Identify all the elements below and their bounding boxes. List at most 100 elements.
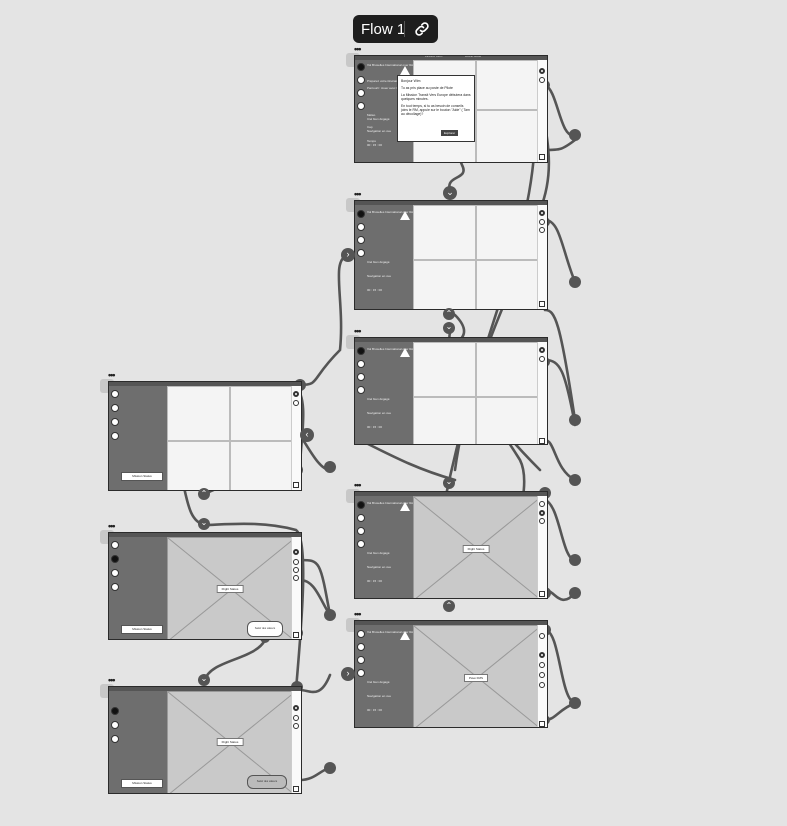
step-dot[interactable]: [357, 501, 365, 509]
frame-menu-icon[interactable]: •••: [108, 370, 116, 380]
control-dot[interactable]: [293, 715, 299, 721]
step-dot[interactable]: [357, 514, 365, 522]
control-dot[interactable]: [539, 510, 545, 516]
step-dot[interactable]: [357, 643, 365, 651]
control-dot[interactable]: [539, 210, 545, 216]
step-dot[interactable]: [357, 630, 365, 638]
control-dot[interactable]: [293, 575, 299, 581]
control-dot[interactable]: [539, 356, 545, 362]
explorer-button[interactable]: Explorer: [441, 130, 459, 136]
chevron-down-icon[interactable]: ⌄: [443, 322, 455, 334]
frame-menu-icon[interactable]: •••: [354, 44, 362, 54]
control-dot[interactable]: [539, 501, 545, 507]
frame-menu-icon[interactable]: •••: [354, 480, 362, 490]
mission-status-button[interactable]: Mission Status: [121, 625, 163, 634]
chevron-right-icon[interactable]: ›: [341, 667, 355, 681]
control-dot[interactable]: [539, 652, 545, 658]
step-dot[interactable]: [357, 386, 365, 394]
chevron-left-icon[interactable]: ‹: [300, 428, 314, 442]
step-dot[interactable]: [357, 669, 365, 677]
control-dot[interactable]: [293, 559, 299, 565]
control-dot[interactable]: [293, 705, 299, 711]
step-dot[interactable]: [111, 735, 119, 743]
control-dot[interactable]: [539, 68, 545, 74]
chevron-down-icon[interactable]: ⌄: [198, 674, 210, 686]
topbar-item[interactable]: Fermer Cercle: [465, 55, 481, 58]
control-dot[interactable]: [293, 723, 299, 729]
step-dot[interactable]: [111, 707, 119, 715]
step-dot[interactable]: [357, 236, 365, 244]
control-square[interactable]: [539, 438, 545, 444]
control-dot[interactable]: [539, 77, 545, 83]
frame-menu-icon[interactable]: •••: [108, 675, 116, 685]
control-square[interactable]: [539, 301, 545, 307]
chevron-right-icon[interactable]: ›: [341, 248, 355, 262]
step-dot[interactable]: [111, 721, 119, 729]
step-dot[interactable]: [357, 102, 365, 110]
mission-status-button[interactable]: Mission Status: [121, 779, 163, 788]
step-dot[interactable]: [357, 373, 365, 381]
control-square[interactable]: [293, 632, 299, 638]
step-dot[interactable]: [357, 540, 365, 548]
chevron-down-icon[interactable]: ⌄: [443, 186, 457, 200]
frame-flight-status[interactable]: ••• Vol Bruxelles International over Rép…: [346, 481, 548, 599]
frame-left-placeholder-1[interactable]: ••• Mission Status Flight Status Saisir …: [100, 522, 302, 640]
control-dot[interactable]: [539, 672, 545, 678]
step-dot[interactable]: [111, 404, 119, 412]
step-dot[interactable]: [357, 656, 365, 664]
step-dot[interactable]: [111, 390, 119, 398]
step-dot[interactable]: [357, 527, 365, 535]
frame-left-placeholder-2[interactable]: ••• Mission Status Flight Status Saisir …: [100, 676, 302, 794]
step-dot[interactable]: [357, 360, 365, 368]
step-dot[interactable]: [357, 210, 365, 218]
control-dot[interactable]: [539, 347, 545, 353]
frame-left-instruments[interactable]: ••• Mission Status: [100, 371, 302, 491]
control-dot[interactable]: [539, 633, 545, 639]
step-dot[interactable]: [357, 76, 365, 84]
flow-label[interactable]: Flow 1: [353, 15, 438, 43]
frame-welcome[interactable]: ••• Parcourir Ouvrir Fermer Cercle Vol B…: [346, 45, 548, 163]
step-dot[interactable]: [111, 418, 119, 426]
step-dot[interactable]: [111, 541, 119, 549]
chevron-down-icon[interactable]: ⌄: [443, 477, 455, 489]
control-dot[interactable]: [539, 227, 545, 233]
control-dot[interactable]: [539, 219, 545, 225]
step-dot[interactable]: [111, 555, 119, 563]
step-dot[interactable]: [357, 63, 365, 71]
control-square[interactable]: [539, 721, 545, 727]
frame-menu-icon[interactable]: •••: [108, 521, 116, 531]
frame-menu-icon[interactable]: •••: [354, 189, 362, 199]
control-dot[interactable]: [293, 391, 299, 397]
input-pill[interactable]: Saisir des valeurs: [247, 621, 283, 637]
step-dot[interactable]: [111, 583, 119, 591]
control-square[interactable]: [539, 154, 545, 160]
frame-instruments-1[interactable]: ••• Vol Bruxelles International over Rép…: [346, 190, 548, 310]
frame-menu-icon[interactable]: •••: [354, 326, 362, 336]
control-dot[interactable]: [293, 567, 299, 573]
chevron-up-icon[interactable]: ⌃: [443, 308, 455, 320]
topbar-item[interactable]: Parcourir Ouvrir: [425, 55, 443, 58]
step-dot[interactable]: [357, 89, 365, 97]
frame-fms[interactable]: ••• Vol Bruxelles International over Rép…: [346, 610, 548, 728]
control-square[interactable]: [539, 591, 545, 597]
control-square[interactable]: [293, 786, 299, 792]
control-dot[interactable]: [539, 682, 545, 688]
step-dot[interactable]: [357, 347, 365, 355]
control-dot[interactable]: [293, 549, 299, 555]
step-dot[interactable]: [357, 223, 365, 231]
frame-instruments-2[interactable]: ••• Vol Bruxelles International over Rép…: [346, 327, 548, 445]
control-dot[interactable]: [539, 518, 545, 524]
chevron-up-icon[interactable]: ⌃: [198, 488, 210, 500]
input-pill[interactable]: Saisir des valeurs: [247, 775, 287, 789]
frame-menu-icon[interactable]: •••: [354, 609, 362, 619]
link-icon[interactable]: [413, 20, 431, 38]
step-dot[interactable]: [111, 569, 119, 577]
chevron-up-icon[interactable]: ⌃: [443, 600, 455, 612]
control-square[interactable]: [293, 482, 299, 488]
control-dot[interactable]: [539, 662, 545, 668]
step-dot[interactable]: [357, 249, 365, 257]
chevron-down-icon[interactable]: ⌄: [198, 518, 210, 530]
step-dot[interactable]: [111, 432, 119, 440]
control-dot[interactable]: [293, 400, 299, 406]
